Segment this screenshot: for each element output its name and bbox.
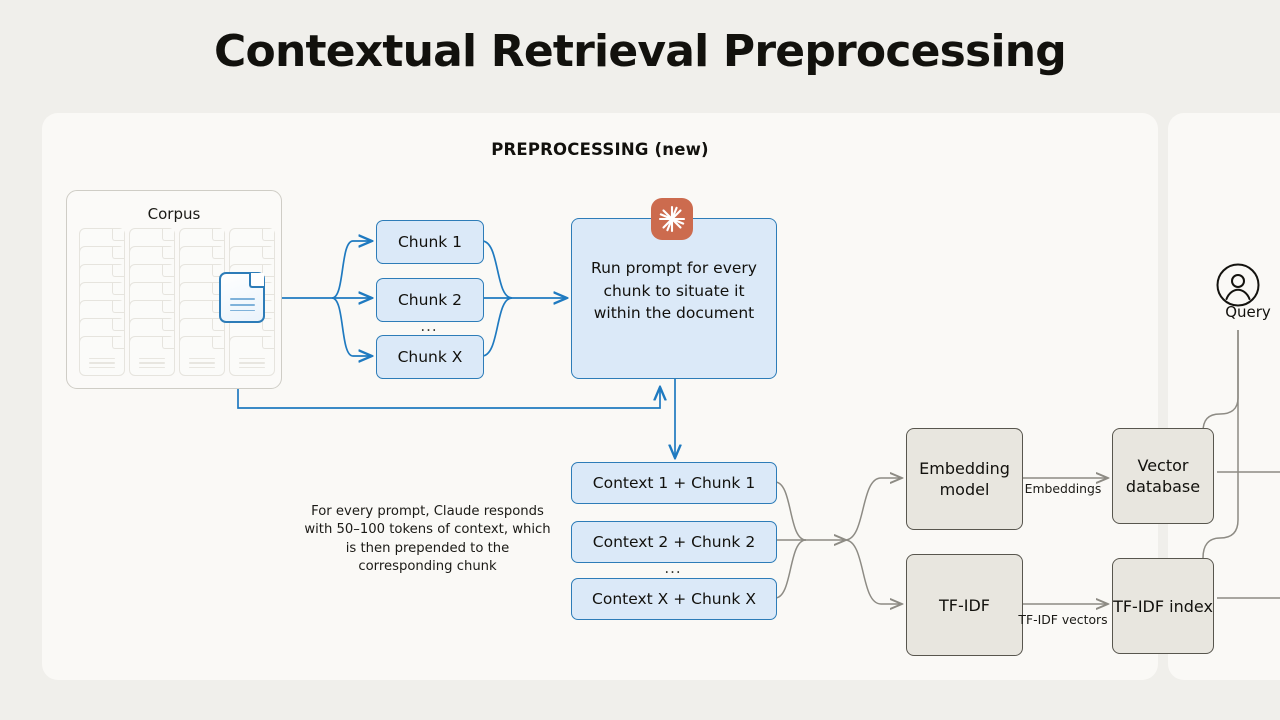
chunk-box-1[interactable]: Chunk 1 xyxy=(376,220,484,264)
edge-label-tfidf-vectors: TF-IDF vectors xyxy=(1018,612,1108,627)
edge-label-embeddings: Embeddings xyxy=(1024,481,1102,496)
corpus-title: Corpus xyxy=(147,205,201,223)
corpus-doc-column xyxy=(179,228,225,376)
user-circle-icon xyxy=(1215,262,1261,312)
chunks-ellipsis: ... xyxy=(420,317,438,335)
context-chunk-box-2[interactable]: Context 2 + Chunk 2 xyxy=(571,521,777,563)
embedding-model-box[interactable]: Embedding model xyxy=(906,428,1023,530)
corpus-doc-column xyxy=(129,228,175,376)
chunk-box-2[interactable]: Chunk 2 xyxy=(376,278,484,322)
context-chunk-box-1[interactable]: Context 1 + Chunk 1 xyxy=(571,462,777,504)
page-title: Contextual Retrieval Preprocessing xyxy=(214,26,1067,77)
claude-starburst-icon xyxy=(651,198,693,240)
tfidf-box[interactable]: TF-IDF xyxy=(906,554,1023,656)
run-prompt-text: Run prompt for every chunk to situate it… xyxy=(591,259,757,322)
section-label-preprocessing: PREPROCESSING (new) xyxy=(491,140,709,159)
context-chunk-box-x[interactable]: Context X + Chunk X xyxy=(571,578,777,620)
vector-database-box[interactable]: Vector database xyxy=(1112,428,1214,524)
run-prompt-box[interactable]: Run prompt for every chunk to situate it… xyxy=(571,218,777,379)
chunk-box-x[interactable]: Chunk X xyxy=(376,335,484,379)
caption-text: For every prompt, Claude responds with 5… xyxy=(304,504,551,575)
contexts-ellipsis: ... xyxy=(664,559,682,577)
corpus-doc-column xyxy=(79,228,125,376)
tfidf-index-box[interactable]: TF-IDF index xyxy=(1112,558,1214,654)
corpus-doc-column xyxy=(229,228,275,376)
query-label: Query xyxy=(1225,303,1271,321)
active-document-icon[interactable] xyxy=(219,272,265,323)
corpus-box: Corpus xyxy=(66,190,282,389)
